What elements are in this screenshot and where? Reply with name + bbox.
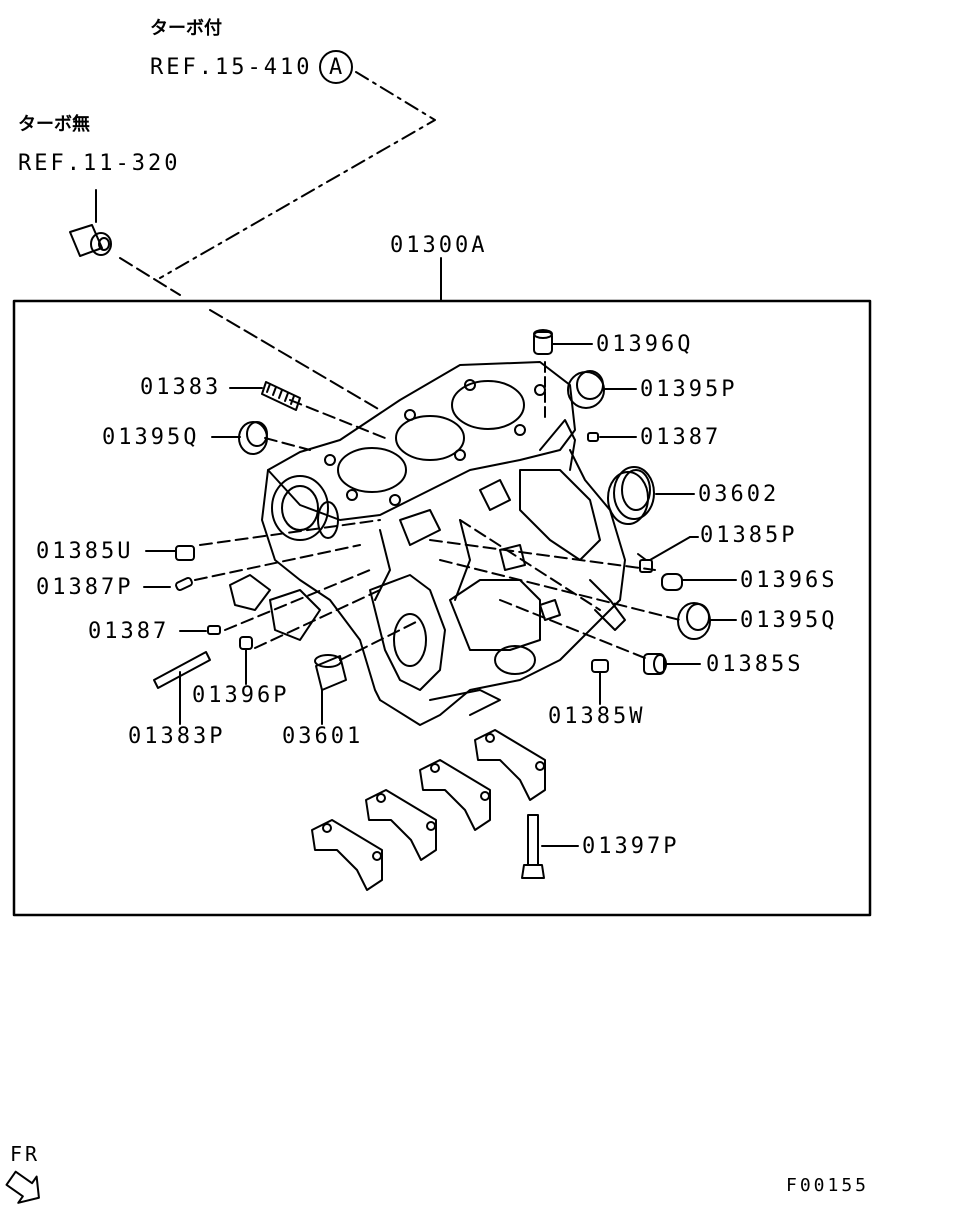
bolt-01397p-icon [521,814,545,879]
bolt-01385p-icon [637,553,653,573]
seal-03602-icon [607,466,655,525]
part-01385u[interactable]: 01385U [36,539,134,564]
main-part-number[interactable]: 01300A [390,233,488,258]
part-01397p[interactable]: 01397P [582,834,680,859]
part-01395q-right[interactable]: 01395Q [740,608,838,633]
ref-bolt-icon [69,189,112,257]
part-01387-right[interactable]: 01387 [640,425,722,450]
stud-01383-icon [261,381,301,411]
bushing-03601-icon [314,654,347,691]
part-01395p[interactable]: 01395P [640,377,738,402]
dowel-01396s-icon [661,573,683,591]
plug-01395q-left-icon [238,421,268,455]
part-01387-left[interactable]: 01387 [88,619,170,644]
part-03602[interactable]: 03602 [698,482,780,507]
pin-01387p-icon [175,576,193,592]
part-01396s[interactable]: 01396S [740,568,838,593]
part-01383[interactable]: 01383 [140,375,222,400]
part-01387p[interactable]: 01387P [36,575,134,600]
dowel-01396p-icon [239,636,253,650]
turbo-with-label: ターボ付 [150,18,222,39]
pin-01387-left-icon [207,625,221,635]
bolt-01385u-icon [175,545,195,561]
reference-circle-letter: A [329,55,343,80]
part-01395q-left[interactable]: 01395Q [102,425,200,450]
stud-01383p-icon [153,651,211,689]
part-01385s[interactable]: 01385S [706,652,804,677]
plug-01385w-icon [591,659,609,673]
part-03601[interactable]: 03601 [282,724,364,749]
part-01396p[interactable]: 01396P [192,683,290,708]
front-arrow-icon [5,1170,40,1204]
turbo-with-reference-link[interactable]: REF.15-410 [150,55,313,80]
turbo-without-reference-link[interactable]: REF.11-320 [18,151,181,176]
reference-circle-a [319,50,353,84]
bearing-caps-icon [311,729,546,891]
plug-01395p-icon [567,370,605,409]
figure-code: F00155 [786,1175,870,1196]
part-01383p[interactable]: 01383P [128,724,226,749]
pin-01387-right-icon [587,432,599,442]
part-01385w[interactable]: 01385W [548,704,646,729]
bolt-01385s-icon [643,653,667,675]
plug-01395q-right-icon [677,602,711,640]
front-direction-label: FR [10,1142,41,1166]
turbo-without-label: ターボ無 [18,114,90,135]
part-01396q[interactable]: 01396Q [596,332,694,357]
part-01385p[interactable]: 01385P [700,523,798,548]
dowel-01396q-icon [533,329,553,355]
cylinder-block [229,361,626,726]
